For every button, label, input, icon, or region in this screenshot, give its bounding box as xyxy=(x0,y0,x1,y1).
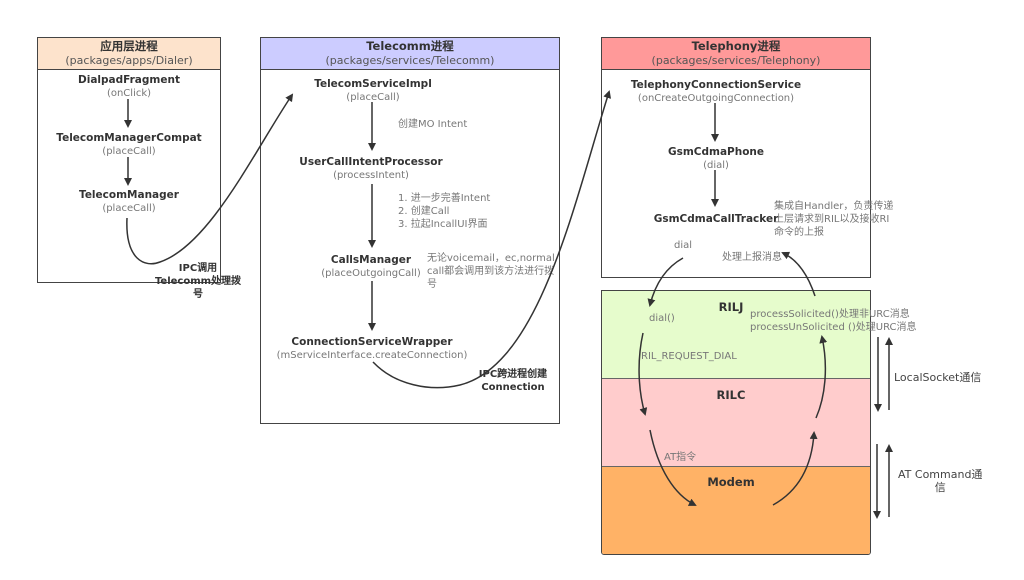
note-ril-request-dial: RIL_REQUEST_DIAL xyxy=(641,351,737,362)
arrow-modem-to-rilc xyxy=(772,431,818,506)
note-process-unsolicited: processUnSolicited ()处理URC消息 xyxy=(750,322,917,333)
label-local-socket: LocalSocket通信 xyxy=(894,371,982,384)
node-connection-service-wrapper: ConnectionServiceWrapper (mServiceInterf… xyxy=(276,336,468,361)
arrow-ipc-to-telephony xyxy=(372,90,612,389)
telephony-process-box: Telephony进程 (packages/services/Telephony… xyxy=(601,37,871,278)
node-gsm-cdma-phone: GsmCdmaPhone (dial) xyxy=(667,146,765,171)
note-calls-manager: 无论voicemail，ec,normal call都会调用到该方法进行拨 号 xyxy=(427,253,555,290)
telephony-process-title: Telephony进程 xyxy=(691,39,781,53)
ipc-create-connection-note: IPC跨进程创建 Connection xyxy=(478,369,548,393)
telecomm-process-title: Telecomm进程 xyxy=(366,39,454,53)
node-user-call-intent-processor: UserCallIntentProcessor (processIntent) xyxy=(299,156,443,181)
note-handle-report: 处理上报消息 xyxy=(722,252,782,263)
telecomm-process-header: Telecomm进程 (packages/services/Telecomm) xyxy=(261,38,559,70)
ipc-call-telecomm-note: IPC调用 Telecomm处理拨 号 xyxy=(154,263,242,300)
note-at-command: AT指令 xyxy=(664,452,697,463)
note-call-tracker: 集成自Handler，负责传递 上层请求到RIL以及接收RI 命令的上报 xyxy=(774,201,894,238)
app-process-header: 应用层进程 (packages/apps/Dialer) xyxy=(38,38,220,70)
note-create-mo-intent: 创建MO Intent xyxy=(398,119,468,130)
note-intent-steps: 1. 进一步完善Intent 2. 创建Call 3. 拉起IncallUI界面 xyxy=(398,193,491,230)
note-dial-call: dial() xyxy=(649,313,675,324)
telecomm-process-path: (packages/services/Telecomm) xyxy=(325,54,495,67)
node-calls-manager: CallsManager (placeOutgoingCall) xyxy=(321,254,421,279)
ril-stack-box: RILJ RILC Modem xyxy=(601,290,871,555)
note-dial: dial xyxy=(674,240,693,251)
arrow-rilj-to-tracker xyxy=(781,251,816,297)
arrow-rilc-to-rilj xyxy=(815,335,828,419)
node-telecom-manager-compat: TelecomManagerCompat (placeCall) xyxy=(56,132,202,157)
arrow-rilc-to-modem xyxy=(649,429,697,506)
app-process-title: 应用层进程 xyxy=(100,39,158,53)
layer-rilc: RILC xyxy=(602,379,870,467)
app-process-path: (packages/apps/Dialer) xyxy=(65,54,193,67)
node-telecom-manager: TelecomManager (placeCall) xyxy=(79,189,179,214)
note-process-solicited: processSolicited()处理非URC消息 xyxy=(750,309,910,320)
arrow-dial-to-rilj xyxy=(647,257,684,307)
telephony-process-header: Telephony进程 (packages/services/Telephony… xyxy=(602,38,870,70)
label-at-command: AT Command通 信 xyxy=(898,468,983,494)
telecomm-process-box: Telecomm进程 (packages/services/Telecomm) xyxy=(260,37,560,424)
arrow-ipc-to-telecomm xyxy=(126,93,294,265)
node-gsm-cdma-call-tracker: GsmCdmaCallTracker xyxy=(653,213,779,225)
telephony-process-path: (packages/services/Telephony) xyxy=(651,54,821,67)
arrow-rilj-to-rilc xyxy=(638,332,648,416)
node-dialpad-fragment: DialpadFragment (onClick) xyxy=(78,74,180,99)
node-telephony-connection-service: TelephonyConnectionService (onCreateOutg… xyxy=(630,79,802,104)
node-telecom-service-impl: TelecomServiceImpl (placeCall) xyxy=(314,78,432,103)
layer-modem: Modem xyxy=(602,467,870,554)
